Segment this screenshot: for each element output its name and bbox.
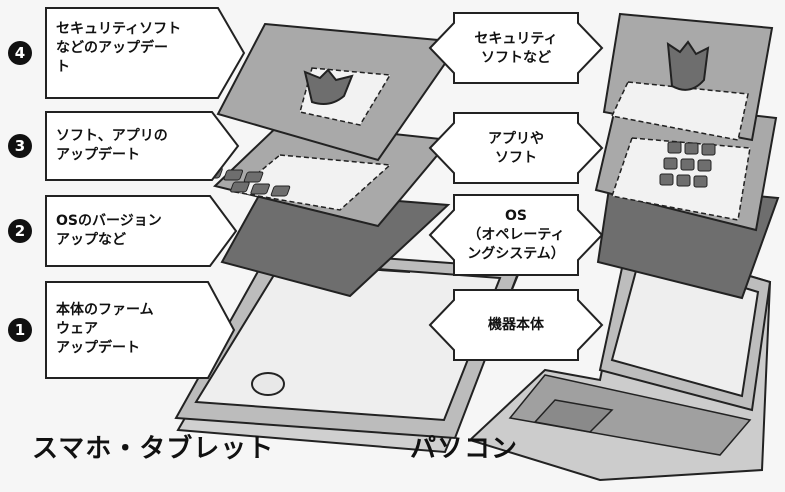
left-label-firmware: 本体のファーム ウェア アップデート — [56, 301, 216, 358]
middle-label-device: 機器本体 — [454, 316, 578, 335]
step-number-1: 1 — [8, 318, 32, 342]
label-line: OSのバージョン — [56, 213, 162, 229]
label-line: アプリや — [488, 131, 544, 147]
label-line: セキュリティソフト — [56, 21, 182, 37]
middle-arrows — [428, 12, 604, 361]
middle-label-security: セキュリティ ソフトなど — [454, 30, 578, 68]
step-number-2: 2 — [8, 219, 32, 243]
label-line: ソフトなど — [481, 50, 551, 66]
label-line: 本体のファーム — [56, 302, 154, 318]
caption-smartphone-tablet: スマホ・タブレット — [32, 434, 275, 464]
left-label-boxes — [45, 7, 246, 379]
left-label-apps: ソフト、アプリの アップデート — [56, 127, 221, 165]
middle-label-os: OS （オペレーティ ングシステム） — [454, 207, 578, 264]
label-line: ソフト、アプリの — [56, 128, 168, 144]
step-number-3: 3 — [8, 134, 32, 158]
label-line: などのアップデー — [56, 40, 168, 56]
label-line: OS — [505, 208, 527, 224]
step-number-4: 4 — [8, 41, 32, 65]
shield-crown-icon — [303, 68, 354, 105]
label-line: アップデート — [56, 147, 140, 163]
label-line: ングシステム） — [467, 246, 565, 262]
label-line: （オペレーティ — [467, 227, 565, 243]
label-line: ウェア — [56, 321, 98, 337]
middle-label-apps: アプリや ソフト — [454, 130, 578, 168]
caption-pc: パソコン — [410, 434, 519, 464]
shield-crown-icon-pc — [666, 40, 710, 91]
app-grid-icon-pc — [659, 141, 716, 188]
left-label-security: セキュリティソフト などのアップデー ト — [56, 20, 226, 77]
left-label-os: OSのバージョン アップなど — [56, 212, 221, 250]
label-line: セキュリティ — [474, 31, 558, 47]
label-line: ト — [56, 59, 70, 75]
label-line: アップデート — [56, 340, 140, 356]
label-line: ソフト — [495, 150, 537, 166]
label-line: 機器本体 — [488, 317, 544, 333]
label-line: アップなど — [56, 232, 126, 248]
